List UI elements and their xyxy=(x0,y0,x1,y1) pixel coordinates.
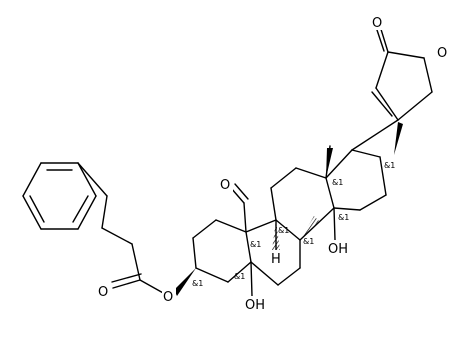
c9-hydrogen: H xyxy=(271,252,281,267)
stereo-descriptors: &1 &1 &1 &1 &1 &1 &1 &1 xyxy=(192,161,395,288)
stereo-bonds xyxy=(174,122,403,296)
stereo-label-c10: &1 xyxy=(250,240,261,249)
stereo-label-c3: &1 xyxy=(192,279,203,288)
stereo-label-c9: &1 xyxy=(278,226,289,235)
c14-hydroxyl: OH xyxy=(328,242,348,257)
atom-labels: O O O O O OH OH H xyxy=(97,14,450,313)
stereo-label-c8: &1 xyxy=(303,237,314,246)
lactone-carbonyl-oxygen: O xyxy=(372,16,382,31)
c5-hydroxyl: OH xyxy=(245,298,265,313)
stereo-label-c17: &1 xyxy=(384,161,395,170)
stereo-label-c5: &1 xyxy=(234,272,245,281)
ester-carbonyl-oxygen: O xyxy=(98,285,108,300)
stereo-label-c13: &1 xyxy=(332,178,343,187)
lactone-ring-oxygen: O xyxy=(437,46,447,61)
bond-lines xyxy=(22,25,433,297)
aldehyde-oxygen: O xyxy=(220,178,230,193)
ester-oxygen: O xyxy=(163,290,173,305)
stereo-label-c14: &1 xyxy=(338,213,349,222)
